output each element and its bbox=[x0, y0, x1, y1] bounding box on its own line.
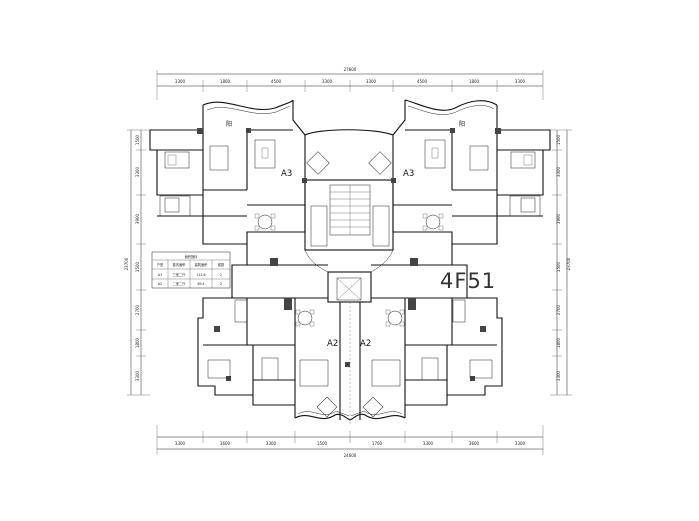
furniture-bottom-left bbox=[207, 299, 338, 418]
left-dim-5: 2700 bbox=[135, 304, 140, 315]
top-dim-4: 3300 bbox=[322, 79, 333, 84]
bottom-dim-2: 3600 bbox=[220, 441, 231, 446]
bottom-dim-4: 1500 bbox=[317, 441, 328, 446]
unit-label-a2-left: A2 bbox=[327, 339, 338, 349]
top-dimension-texts: 27600 3300 1800 4500 3300 3300 4500 1800… bbox=[175, 67, 526, 84]
top-dim-8: 3300 bbox=[515, 79, 526, 84]
drawing-code: 4F51 bbox=[440, 269, 496, 293]
furniture-top-right bbox=[368, 139, 536, 231]
balcony-tag-right: 阳 bbox=[459, 120, 465, 128]
unit-label-a3-right: A3 bbox=[403, 169, 414, 179]
table-cell: 2 bbox=[220, 282, 222, 286]
top-dim-3: 4500 bbox=[271, 79, 282, 84]
right-dim-2: 3300 bbox=[556, 166, 561, 177]
bottom-overall-dim: 24600 bbox=[344, 453, 357, 458]
right-dim-5: 2700 bbox=[556, 304, 561, 315]
left-dim-6: 1800 bbox=[135, 337, 140, 348]
bottom-dim-5: 1700 bbox=[372, 441, 383, 446]
right-dimension-texts: 23700 1500 3300 3900 1500 2700 1800 3300 bbox=[556, 134, 571, 381]
table-cell: A2 bbox=[158, 282, 162, 286]
left-dim-2: 3300 bbox=[135, 166, 140, 177]
area-table: 面积指标 户型 套内面积 建筑面积 套数 A3 三室二厅 112.6 2 A2 … bbox=[151, 251, 231, 289]
left-dim-1: 1500 bbox=[135, 134, 140, 145]
top-dim-5: 3300 bbox=[366, 79, 377, 84]
top-dim-7: 1800 bbox=[469, 79, 480, 84]
top-dim-6: 4500 bbox=[417, 79, 428, 84]
table-header-2: 套内面积 bbox=[173, 262, 187, 267]
structural-columns bbox=[197, 128, 501, 381]
table-cell: 三室二厅 bbox=[173, 272, 187, 277]
table-cell: 112.6 bbox=[196, 273, 205, 277]
bottom-dim-8: 3300 bbox=[515, 441, 526, 446]
table-cell: 89.4 bbox=[197, 282, 204, 286]
table-cell: A3 bbox=[158, 273, 162, 277]
table-cell: 2 bbox=[220, 273, 222, 277]
right-dim-6: 1800 bbox=[556, 337, 561, 348]
table-title: 面积指标 bbox=[185, 254, 199, 259]
left-dim-4: 1500 bbox=[135, 261, 140, 272]
bottom-dim-6: 3300 bbox=[423, 441, 434, 446]
bottom-dim-7: 3600 bbox=[469, 441, 480, 446]
left-dimension-texts: 23700 1500 3300 3900 1500 2700 1800 3300 bbox=[124, 134, 140, 381]
right-dim-4: 1500 bbox=[556, 261, 561, 272]
top-overall-dim: 27600 bbox=[344, 67, 357, 72]
table-header-3: 建筑面积 bbox=[195, 262, 209, 267]
unit-labels: A3 A3 A2 A2 阳 阳 bbox=[226, 120, 465, 349]
bottom-dim-1: 3300 bbox=[175, 441, 186, 446]
right-dim-7: 3300 bbox=[556, 370, 561, 381]
building-walls bbox=[149, 99, 551, 425]
bottom-dim-3: 3300 bbox=[266, 441, 277, 446]
dimension-lines bbox=[127, 70, 572, 455]
left-dim-3: 3900 bbox=[135, 213, 140, 224]
unit-label-a3-left: A3 bbox=[281, 169, 292, 179]
balcony-tag-left: 阳 bbox=[226, 120, 232, 128]
left-dim-7: 3300 bbox=[135, 370, 140, 381]
top-dim-1: 3300 bbox=[175, 79, 186, 84]
top-dim-2: 1800 bbox=[220, 79, 231, 84]
bottom-dimension-texts: 24600 3300 3600 3300 1500 1700 3300 3600… bbox=[175, 441, 526, 458]
furniture-bottom-right bbox=[362, 299, 493, 418]
right-dim-1: 1500 bbox=[556, 134, 561, 145]
left-overall-dim: 23700 bbox=[124, 257, 129, 270]
right-dim-3: 3900 bbox=[556, 213, 561, 224]
table-cell: 二室二厅 bbox=[173, 281, 187, 286]
right-overall-dim: 23700 bbox=[566, 257, 571, 270]
furniture-top-left bbox=[164, 139, 330, 231]
table-header-4: 套数 bbox=[218, 262, 225, 267]
unit-label-a2-right: A2 bbox=[360, 339, 371, 349]
table-header-1: 户型 bbox=[157, 262, 164, 267]
